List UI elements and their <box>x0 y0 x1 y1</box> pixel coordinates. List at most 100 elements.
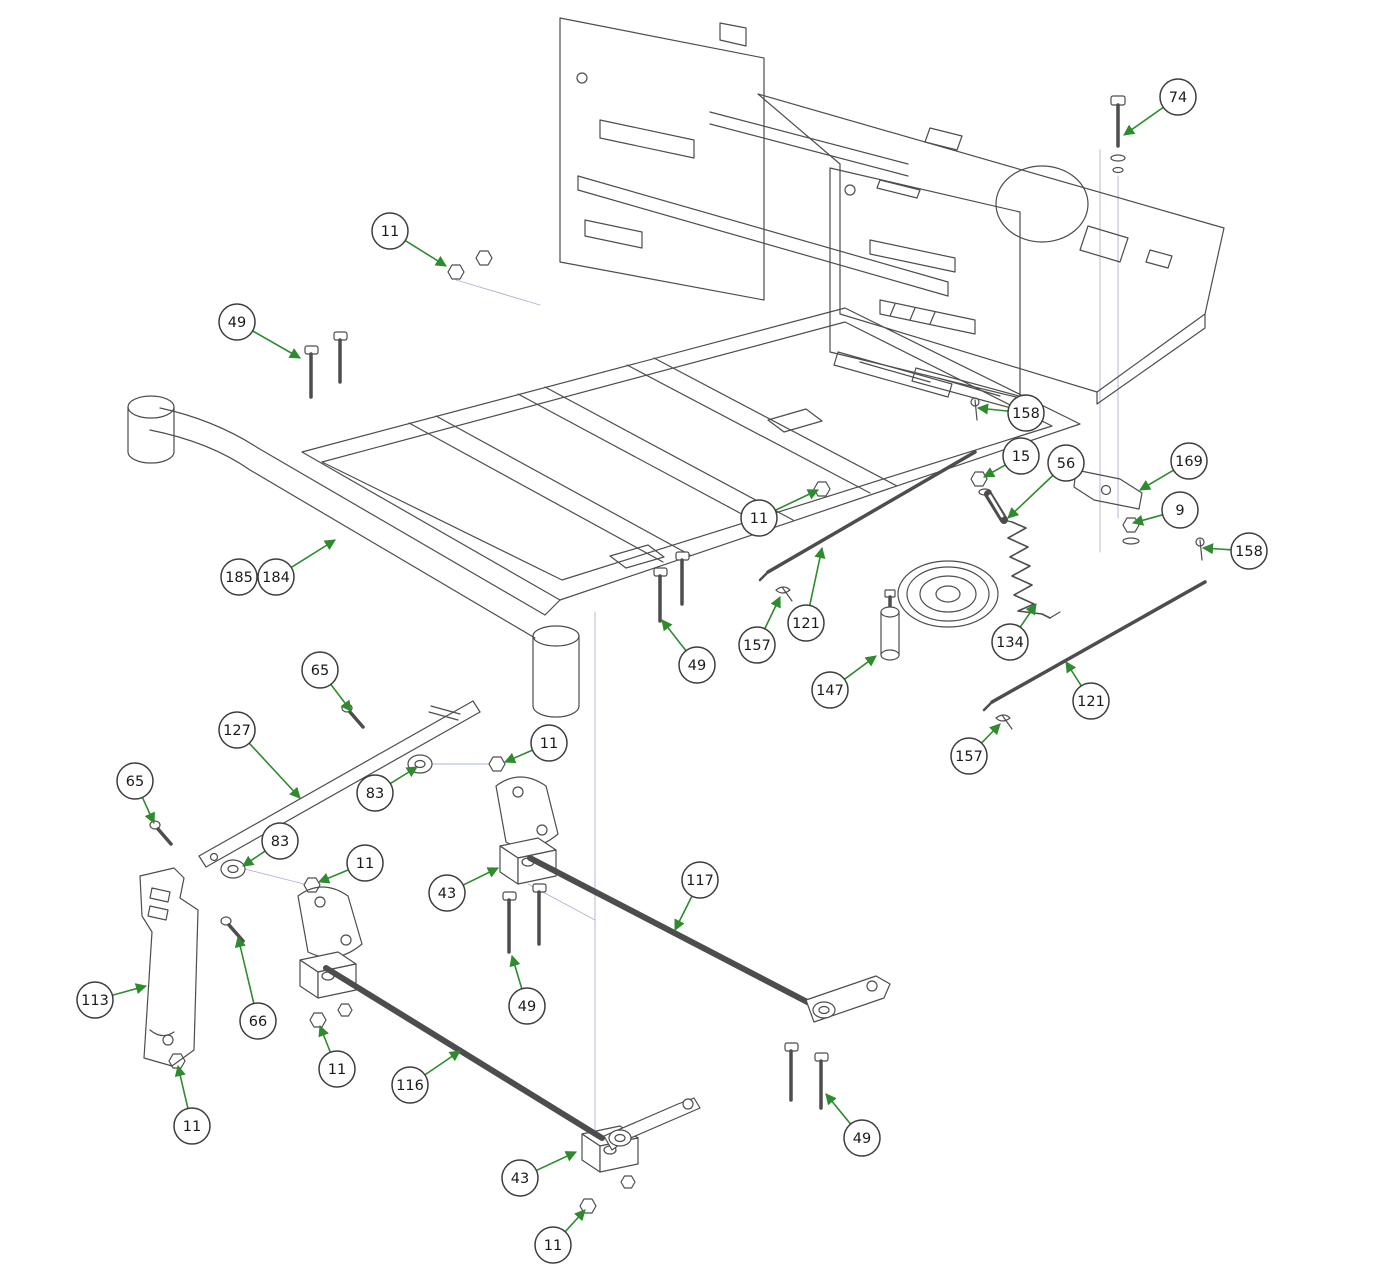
callout-number: 185 <box>225 570 253 586</box>
leader-line <box>825 1093 852 1125</box>
cross-beams <box>577 111 949 297</box>
leader-line <box>1139 469 1174 491</box>
callout-147: 147 <box>811 655 877 709</box>
callout-83: 83 <box>242 822 299 867</box>
callout-83: 83 <box>356 766 418 812</box>
callout-number: 49 <box>518 999 536 1015</box>
leader-line <box>462 867 500 886</box>
callout-157: 157 <box>950 723 1001 775</box>
leader-line <box>764 595 781 630</box>
callout-circle <box>678 646 716 684</box>
lever-arms <box>603 975 891 1151</box>
callout-circle <box>239 1002 277 1040</box>
callout-113: 113 <box>76 981 148 1019</box>
callout-number: 11 <box>183 1119 201 1135</box>
callout-number: 134 <box>996 635 1024 651</box>
leader-line <box>318 1024 332 1053</box>
callout-184: 184 <box>257 539 336 596</box>
callout-158: 158 <box>1201 532 1268 570</box>
callout-number: 127 <box>223 723 251 739</box>
front-tube <box>127 395 580 718</box>
machine-line-art <box>127 17 1225 1214</box>
bolts-49-top <box>304 331 348 399</box>
leader-line <box>317 869 349 884</box>
callout-number: 11 <box>328 1062 346 1078</box>
torque-rods <box>323 855 818 1141</box>
deck-plate <box>757 93 1225 405</box>
leader-line <box>774 489 820 512</box>
bolt-74 <box>1110 95 1126 174</box>
callout-number: 169 <box>1175 454 1203 470</box>
frame-rails <box>301 307 1081 601</box>
callout-11: 11 <box>740 489 820 537</box>
leader-line <box>242 850 266 867</box>
leader-line <box>661 619 687 652</box>
callout-circle <box>501 1159 539 1197</box>
callout-11: 11 <box>534 1209 586 1264</box>
callout-circle <box>76 981 114 1019</box>
leader-line <box>290 539 336 569</box>
callout-circle <box>391 1066 429 1104</box>
callout-number: 121 <box>792 616 820 632</box>
callout-number: 83 <box>271 834 289 850</box>
callout-number: 65 <box>126 774 144 790</box>
callout-169: 169 <box>1139 442 1208 491</box>
callout-43: 43 <box>501 1151 578 1197</box>
callout-number: 147 <box>816 683 844 699</box>
callout-circle <box>811 671 849 709</box>
leader-line <box>509 954 523 989</box>
leader-line <box>1019 603 1037 628</box>
callout-117: 117 <box>674 861 719 932</box>
cotter-clips <box>775 397 1205 730</box>
callout-157: 157 <box>738 595 781 664</box>
screws-65-66 <box>149 703 365 943</box>
callout-number: 15 <box>1012 449 1030 465</box>
leader-line <box>1007 474 1054 519</box>
lift-rods-121 <box>758 450 1207 712</box>
callout-number: 11 <box>540 736 558 752</box>
callout-11: 11 <box>173 1064 211 1145</box>
callout-circle <box>1161 491 1199 529</box>
upright-panel-right <box>829 167 1021 399</box>
callout-number: 11 <box>750 511 768 527</box>
callout-65: 65 <box>301 651 352 712</box>
callout-circle <box>220 558 258 596</box>
callout-number: 117 <box>686 873 714 889</box>
callout-circle <box>1007 394 1045 432</box>
callout-circle <box>428 874 466 912</box>
callout-number: 157 <box>743 638 771 654</box>
bracket-113 <box>139 867 199 1067</box>
callout-number: 121 <box>1077 694 1105 710</box>
leader-line <box>980 723 1001 744</box>
spacer-56 <box>984 490 1008 524</box>
callout-185: 185 <box>220 558 258 596</box>
callout-circle <box>843 1119 881 1157</box>
callout-121: 121 <box>1065 661 1110 720</box>
bolts-49-lower-right <box>784 1042 829 1110</box>
callout-127: 127 <box>218 711 301 799</box>
callout-number: 116 <box>396 1078 424 1094</box>
callout-number: 11 <box>356 856 374 872</box>
callout-circle <box>116 762 154 800</box>
leader-line <box>252 330 301 359</box>
callout-number: 65 <box>311 663 329 679</box>
bolts-49-mid <box>653 551 690 623</box>
leader-line <box>404 239 447 267</box>
callout-number: 49 <box>228 315 246 331</box>
callout-circle <box>261 822 299 860</box>
callout-circle <box>318 1050 356 1088</box>
leader-line <box>141 797 155 825</box>
callout-number: 157 <box>955 749 983 765</box>
leader-line <box>808 546 826 606</box>
callout-circle <box>681 861 719 899</box>
callout-circle <box>301 651 339 689</box>
callout-circle <box>738 626 776 664</box>
bolts-49-lower-left <box>502 883 547 954</box>
leader-line <box>535 1151 578 1172</box>
callout-number: 56 <box>1057 456 1075 472</box>
callout-circle <box>530 724 568 762</box>
callout-116: 116 <box>391 1050 461 1104</box>
callout-65: 65 <box>116 762 155 825</box>
callout-number: 11 <box>544 1238 562 1254</box>
